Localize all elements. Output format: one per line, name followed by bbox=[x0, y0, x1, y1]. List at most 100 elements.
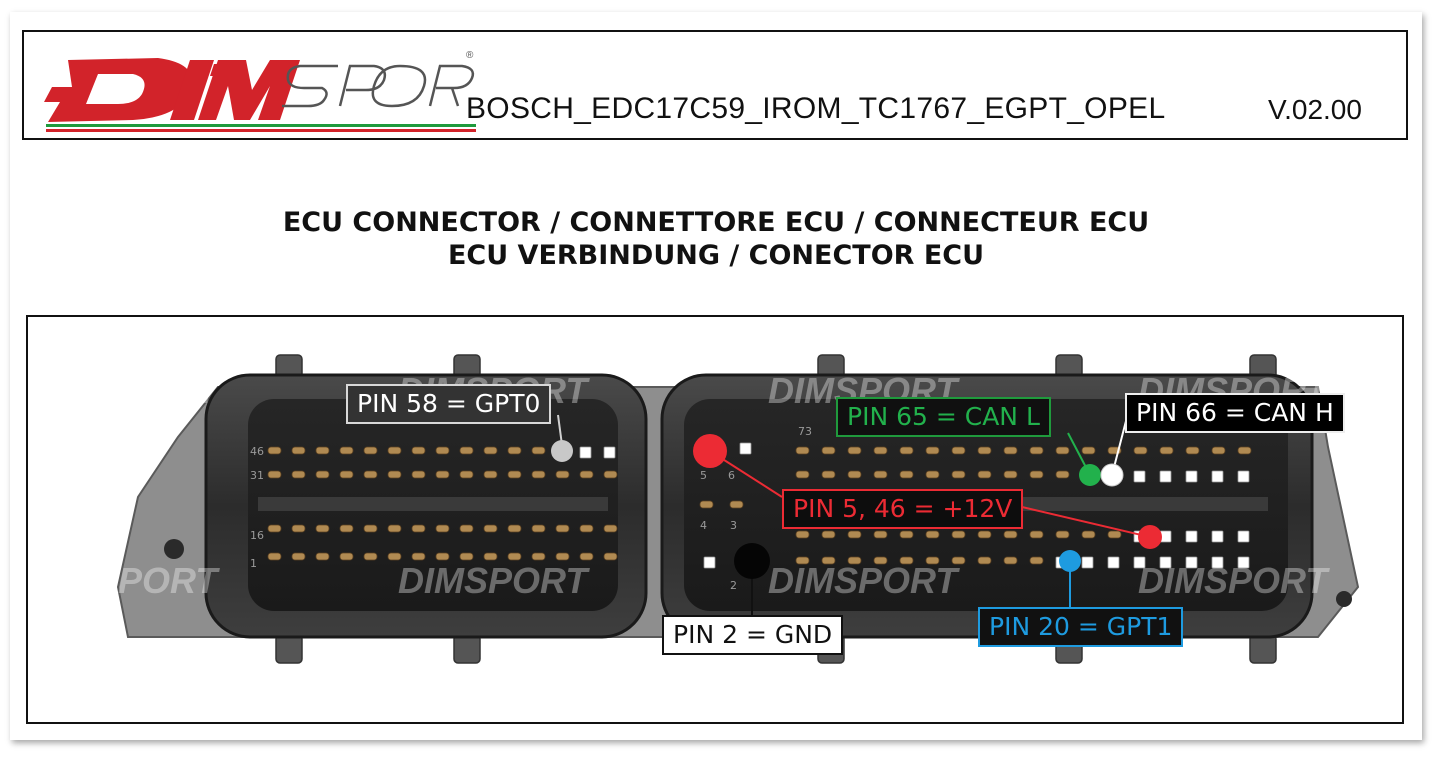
pin bbox=[483, 552, 498, 561]
pin bbox=[925, 556, 940, 565]
highlighted-pin bbox=[1107, 556, 1120, 569]
pin bbox=[363, 470, 378, 479]
pin bbox=[291, 446, 306, 455]
pin bbox=[821, 470, 836, 479]
highlighted-pin bbox=[1237, 530, 1250, 543]
pin bbox=[267, 552, 282, 561]
pin-number-46: 46 bbox=[250, 445, 264, 458]
watermark-logo: DIMSPORT bbox=[28, 370, 220, 411]
pin bbox=[873, 446, 888, 455]
pin bbox=[291, 552, 306, 561]
highlighted-pin bbox=[739, 442, 752, 455]
pin bbox=[795, 446, 810, 455]
marker-pin-58 bbox=[551, 440, 573, 462]
highlighted-pin bbox=[1081, 556, 1094, 569]
document-version: V.02.00 bbox=[1268, 94, 1362, 125]
pin bbox=[387, 524, 402, 533]
document-header: ® BOSCH_EDC17C59_IROM_TC1767_EGPT_OPEL V… bbox=[22, 30, 1408, 140]
pin bbox=[925, 470, 940, 479]
pin bbox=[315, 524, 330, 533]
pin bbox=[951, 556, 966, 565]
label-pin-5-46-power: PIN 5, 46 = +12V bbox=[782, 489, 1024, 529]
label-pin-66-can-h: PIN 66 = CAN H bbox=[1125, 393, 1345, 433]
pin bbox=[339, 470, 354, 479]
pin bbox=[483, 446, 498, 455]
highlighted-pin bbox=[1237, 470, 1250, 483]
highlighted-pin bbox=[603, 446, 616, 459]
pin bbox=[411, 552, 426, 561]
document-page: ® BOSCH_EDC17C59_IROM_TC1767_EGPT_OPEL V… bbox=[10, 12, 1422, 740]
ecu-connector-photo: 46 31 16 1 5 6 4 3 2 73 bbox=[26, 315, 1404, 724]
pin bbox=[483, 524, 498, 533]
pin bbox=[363, 524, 378, 533]
pin bbox=[899, 530, 914, 539]
ecu-connector-drawing: 46 31 16 1 5 6 4 3 2 73 bbox=[28, 354, 1360, 664]
pin bbox=[977, 530, 992, 539]
pin bbox=[1055, 470, 1070, 479]
pin bbox=[315, 470, 330, 479]
highlighted-pin bbox=[1159, 556, 1172, 569]
pin-number-3: 3 bbox=[730, 519, 737, 532]
pin-number-5: 5 bbox=[700, 469, 707, 482]
dimsport-logo: ® bbox=[44, 50, 476, 132]
pin bbox=[267, 446, 282, 455]
pin bbox=[1003, 530, 1018, 539]
pin bbox=[387, 446, 402, 455]
mount-hole-right bbox=[1336, 591, 1352, 607]
marker-pin-46 bbox=[1138, 525, 1162, 549]
pin bbox=[603, 552, 618, 561]
document-id: BOSCH_EDC17C59_IROM_TC1767_EGPT_OPEL bbox=[466, 92, 1166, 125]
leader-gpt0 bbox=[557, 414, 563, 446]
pin bbox=[603, 524, 618, 533]
pin bbox=[387, 552, 402, 561]
pin bbox=[1159, 446, 1174, 455]
pin bbox=[977, 446, 992, 455]
pin bbox=[1081, 530, 1096, 539]
pin bbox=[847, 530, 862, 539]
marker-pin-20 bbox=[1059, 550, 1081, 572]
pin bbox=[603, 470, 618, 479]
highlighted-pin bbox=[579, 446, 592, 459]
pin bbox=[699, 500, 714, 509]
pin bbox=[977, 470, 992, 479]
watermark-logo: DIMSPORT bbox=[398, 560, 590, 601]
pin bbox=[899, 470, 914, 479]
pin bbox=[1029, 556, 1044, 565]
watermark-logo: DIMSPORT bbox=[1138, 560, 1330, 601]
pin-number-73: 73 bbox=[798, 425, 812, 438]
pin bbox=[847, 556, 862, 565]
pin bbox=[267, 524, 282, 533]
pin bbox=[795, 530, 810, 539]
pin-number-31: 31 bbox=[250, 469, 264, 482]
highlighted-pin bbox=[1185, 556, 1198, 569]
pin bbox=[531, 524, 546, 533]
pin bbox=[507, 470, 522, 479]
pin bbox=[729, 500, 744, 509]
label-pin-2-gnd: PIN 2 = GND bbox=[662, 615, 844, 655]
pin bbox=[459, 446, 474, 455]
highlighted-pin bbox=[1133, 470, 1146, 483]
watermark-logo: DIMSPORT bbox=[28, 560, 220, 601]
pin bbox=[339, 524, 354, 533]
pin bbox=[1055, 446, 1070, 455]
pin bbox=[821, 556, 836, 565]
pin bbox=[531, 552, 546, 561]
pin bbox=[951, 446, 966, 455]
pin bbox=[579, 524, 594, 533]
marker-pin-2 bbox=[734, 543, 770, 579]
marker-pin-66 bbox=[1100, 463, 1124, 487]
pin-number-1: 1 bbox=[250, 557, 257, 570]
label-pin-20-gpt1: PIN 20 = GPT1 bbox=[978, 607, 1184, 647]
pin bbox=[1133, 446, 1148, 455]
pin bbox=[507, 446, 522, 455]
pin bbox=[315, 446, 330, 455]
pin bbox=[555, 470, 570, 479]
pin bbox=[555, 524, 570, 533]
label-pin-65-can-l: PIN 65 = CAN L bbox=[836, 397, 1051, 437]
pin bbox=[435, 446, 450, 455]
pin bbox=[821, 446, 836, 455]
pin bbox=[459, 552, 474, 561]
pin bbox=[507, 524, 522, 533]
highlighted-pin bbox=[1211, 530, 1224, 543]
pin bbox=[267, 470, 282, 479]
